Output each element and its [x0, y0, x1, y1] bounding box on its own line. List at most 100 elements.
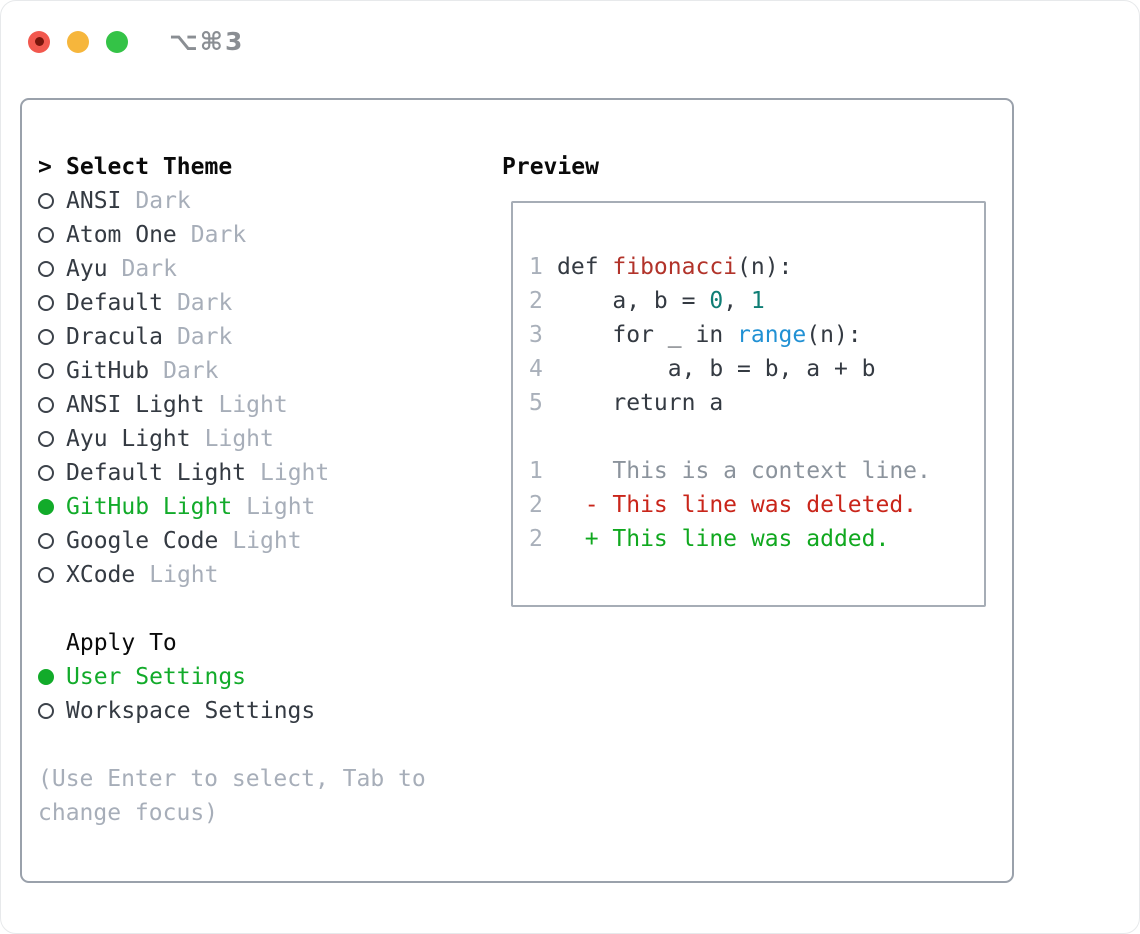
theme-variant: Light: [260, 460, 330, 486]
radio-icon: [38, 295, 66, 311]
theme-name: ANSI Light: [66, 392, 205, 418]
radio-icon: [38, 465, 66, 481]
line-number: 5: [529, 390, 543, 416]
radio-icon: [38, 261, 66, 277]
token-function: fibonacci: [612, 254, 738, 280]
apply-to-option[interactable]: User Settings: [38, 660, 502, 694]
line-text: This is a context line.: [557, 458, 931, 484]
apply-to-title: Apply To: [66, 630, 177, 656]
radio-icon: [38, 363, 66, 379]
radio-icon: [38, 227, 66, 243]
radio-icon: [38, 567, 66, 583]
theme-option[interactable]: Atom One Dark: [38, 218, 502, 252]
theme-option[interactable]: Default Dark: [38, 286, 502, 320]
code-line: [529, 420, 984, 454]
select-theme-header: > Select Theme: [38, 150, 502, 184]
token-context: This is a context line.: [557, 458, 931, 484]
theme-name: Default Light: [66, 460, 247, 486]
code-line: 1 This is a context line.: [529, 454, 984, 488]
radio-unselected-icon: [38, 193, 54, 209]
theme-variant: Dark: [121, 256, 177, 282]
radio-unselected-icon: [38, 261, 54, 277]
theme-name: Default: [66, 290, 163, 316]
line-text: return a: [557, 390, 723, 416]
radio-icon: [38, 329, 66, 345]
theme-name: Dracula: [66, 324, 163, 350]
code-line: 2 + This line was added.: [529, 522, 984, 556]
theme-variant: Dark: [176, 290, 233, 316]
token-default: a, b = b, a + b: [557, 356, 876, 382]
theme-option[interactable]: Dracula Dark: [38, 320, 502, 354]
theme-variant: Dark: [190, 222, 247, 248]
token-default: a, b =: [557, 288, 710, 314]
radio-unselected-icon: [38, 397, 54, 413]
token-number: 1: [750, 288, 765, 314]
theme-name: Ayu: [66, 256, 108, 282]
radio-icon: [38, 703, 66, 719]
theme-name: GitHub: [66, 358, 150, 384]
theme-variant: Dark: [176, 324, 233, 350]
radio-unselected-icon: [38, 363, 54, 379]
theme-name: XCode: [66, 562, 136, 588]
minimize-button[interactable]: [67, 30, 89, 53]
line-text: + This line was added.: [557, 526, 890, 552]
theme-name: GitHub Light: [66, 494, 233, 520]
line-number: 2: [529, 288, 543, 314]
radio-icon: [38, 397, 66, 413]
theme-option[interactable]: Ayu Light Light: [38, 422, 502, 456]
code-line: 4 a, b = b, a + b: [529, 352, 984, 386]
focus-prompt-arrow: >: [38, 154, 52, 180]
apply-to-label: Workspace Settings: [66, 698, 316, 724]
token-default: for _ in: [557, 322, 738, 348]
token-default: (n):: [806, 322, 862, 348]
line-text: a, b = 0, 1: [557, 288, 765, 314]
theme-name: Ayu Light: [66, 426, 191, 452]
theme-variant: Light: [246, 494, 316, 520]
close-button[interactable]: [28, 30, 50, 53]
code-line: 1 def fibonacci(n):: [529, 250, 984, 284]
line-number: 4: [529, 356, 543, 382]
zoom-button[interactable]: [106, 30, 128, 53]
window-title: ⌥⌘3: [169, 27, 245, 56]
token-default: ,: [723, 288, 751, 314]
theme-variant: Light: [149, 562, 219, 588]
radio-unselected-icon: [38, 431, 54, 447]
theme-option[interactable]: Default Light Light: [38, 456, 502, 490]
theme-option[interactable]: Ayu Dark: [38, 252, 502, 286]
token-default: def: [557, 254, 613, 280]
code-line: 2 a, b = 0, 1: [529, 284, 984, 318]
theme-option[interactable]: GitHub Light Light: [38, 490, 502, 524]
radio-selected-icon: [38, 499, 54, 515]
radio-unselected-icon: [38, 703, 54, 719]
token-default: (n):: [737, 254, 793, 280]
line-text: a, b = b, a + b: [557, 356, 876, 382]
code-line: 3 for _ in range(n):: [529, 318, 984, 352]
apply-to-label: User Settings: [66, 664, 247, 690]
code-line: 5 return a: [529, 386, 984, 420]
token-builtin: range: [737, 322, 807, 348]
radio-unselected-icon: [38, 465, 54, 481]
line-number: 1: [529, 254, 543, 280]
radio-unselected-icon: [38, 567, 54, 583]
select-theme-title: Select Theme: [66, 154, 233, 180]
theme-name: Atom One: [66, 222, 177, 248]
theme-variant: Light: [204, 426, 274, 452]
line-number: 2: [529, 492, 543, 518]
radio-icon: [38, 431, 66, 447]
theme-option[interactable]: XCode Light: [38, 558, 502, 592]
close-button-dot: [34, 37, 44, 46]
theme-name: Google Code: [66, 528, 219, 554]
theme-variant: Dark: [135, 188, 191, 214]
apply-to-option[interactable]: Workspace Settings: [38, 694, 502, 728]
radio-icon: [38, 499, 66, 515]
radio-unselected-icon: [38, 329, 54, 345]
